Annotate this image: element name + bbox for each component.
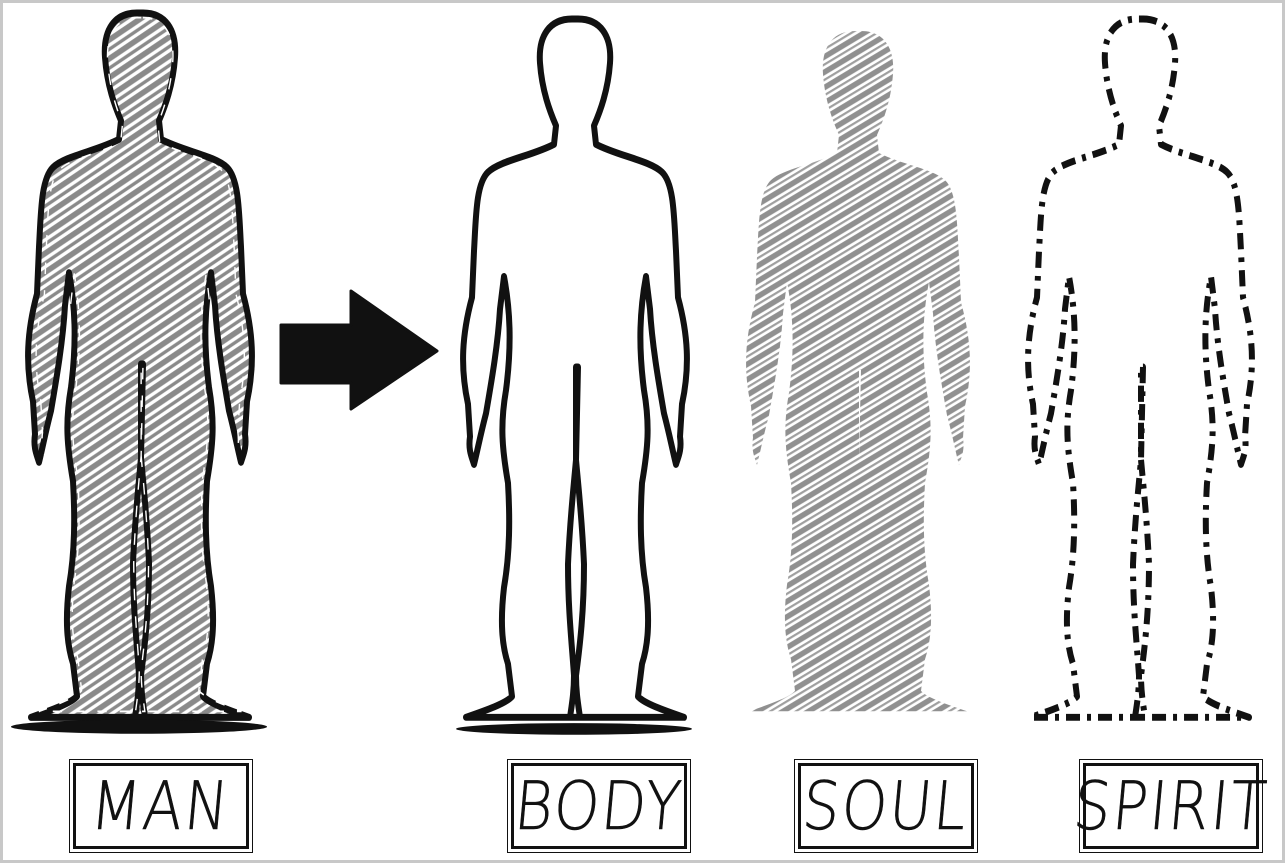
spirit-label-text: SPIRIT [1071, 767, 1272, 845]
spirit-label: SPIRIT [1083, 763, 1259, 849]
soul-label: SOUL [798, 763, 974, 849]
soul-figure [746, 31, 970, 711]
man-label: MAN [73, 763, 249, 849]
spirit-figure [1028, 19, 1252, 717]
arrow-icon [281, 291, 437, 409]
figures-illustration [3, 3, 1285, 866]
body-figure [456, 19, 692, 735]
body-label-text: BODY [512, 767, 687, 845]
soul-label-text: SOUL [800, 767, 972, 845]
man-figure [11, 13, 267, 734]
man-label-text: MAN [88, 767, 234, 845]
body-label: BODY [511, 763, 687, 849]
